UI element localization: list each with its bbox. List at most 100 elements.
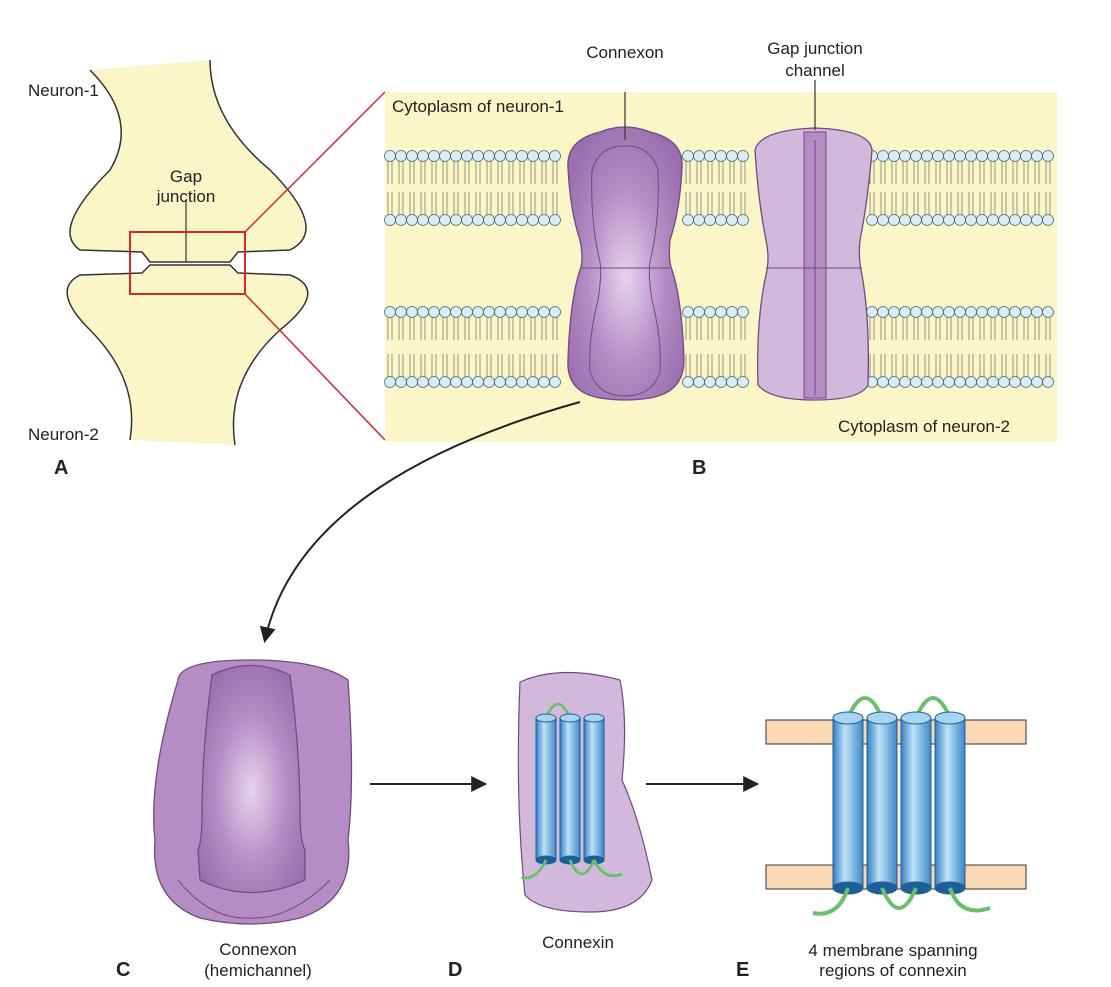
lipid-head bbox=[726, 214, 738, 226]
helix-top bbox=[535, 713, 557, 723]
lipid-head bbox=[954, 214, 966, 226]
lipid-head bbox=[494, 150, 506, 162]
lipid-head bbox=[494, 376, 506, 388]
c-terminus bbox=[948, 887, 991, 913]
lipid-head bbox=[527, 214, 539, 226]
panel-b: Cytoplasm of neuron-1 Cytoplasm of neuro… bbox=[384, 39, 1057, 479]
neuron-2-terminal bbox=[66, 264, 309, 446]
loop-extracellular bbox=[846, 696, 884, 719]
lipid-head bbox=[527, 150, 539, 162]
lipid-head bbox=[395, 306, 407, 318]
lipid-head bbox=[682, 376, 694, 388]
lipid-head bbox=[406, 214, 418, 226]
lipid-head bbox=[483, 376, 495, 388]
label-spanning-2: regions of connexin bbox=[819, 961, 966, 980]
lipid-head bbox=[417, 214, 429, 226]
lipid-head bbox=[715, 150, 727, 162]
lipid-head bbox=[472, 306, 484, 318]
label-cytoplasm-2: Cytoplasm of neuron-2 bbox=[838, 417, 1010, 436]
lipid-head bbox=[450, 376, 462, 388]
lipid-head bbox=[1009, 306, 1021, 318]
lipid-head bbox=[483, 306, 495, 318]
lipid-head bbox=[877, 306, 889, 318]
lipid-head bbox=[494, 306, 506, 318]
lipid-head bbox=[737, 214, 749, 226]
lipid-head bbox=[472, 214, 484, 226]
lipid-head bbox=[987, 214, 999, 226]
n-terminus bbox=[812, 887, 850, 916]
helix-e-3 bbox=[900, 717, 932, 889]
helix-d-1 bbox=[535, 717, 557, 861]
lipid-head bbox=[439, 214, 451, 226]
lipid-head bbox=[932, 150, 944, 162]
lipid-head bbox=[693, 150, 705, 162]
lipid-head bbox=[472, 376, 484, 388]
lipid-head bbox=[472, 150, 484, 162]
lipid-head bbox=[406, 306, 418, 318]
label-connexon-hemi-2: (hemichannel) bbox=[204, 961, 312, 980]
lipid-head bbox=[439, 376, 451, 388]
connexon-solid bbox=[567, 92, 685, 401]
label-gap-channel-2: channel bbox=[785, 61, 845, 80]
arrow-b-to-c bbox=[259, 401, 581, 644]
lipid-head bbox=[450, 306, 462, 318]
lipid-head bbox=[439, 306, 451, 318]
lipid-head bbox=[921, 214, 933, 226]
lipid-head bbox=[965, 214, 977, 226]
lipid-head bbox=[406, 150, 418, 162]
lipid-head bbox=[682, 214, 694, 226]
lipid-head bbox=[943, 150, 955, 162]
lipid-head bbox=[538, 150, 550, 162]
lipid-head bbox=[483, 150, 495, 162]
lipid-head bbox=[932, 376, 944, 388]
lipid-head bbox=[965, 376, 977, 388]
label-connexin: Connexin bbox=[542, 933, 614, 952]
lipid-head bbox=[505, 214, 517, 226]
lipid-head bbox=[549, 150, 561, 162]
lipid-head bbox=[737, 376, 749, 388]
lipid-head bbox=[461, 376, 473, 388]
lipid-head bbox=[715, 214, 727, 226]
lipid-head bbox=[704, 150, 716, 162]
lipid-head bbox=[987, 150, 999, 162]
lipid-head bbox=[726, 306, 738, 318]
lipid-head bbox=[450, 150, 462, 162]
lipid-head bbox=[450, 214, 462, 226]
lipid-head bbox=[943, 214, 955, 226]
lipid-head bbox=[516, 150, 528, 162]
lipid-head bbox=[943, 306, 955, 318]
label-spanning-1: 4 membrane spanning bbox=[808, 941, 977, 960]
helix-top bbox=[832, 711, 864, 725]
lipid-head bbox=[693, 376, 705, 388]
lipid-head bbox=[877, 214, 889, 226]
n-terminus bbox=[521, 859, 548, 880]
lipid-head bbox=[483, 214, 495, 226]
lipid-head bbox=[439, 150, 451, 162]
connexin-helices-large bbox=[812, 696, 991, 916]
lipid-head bbox=[417, 376, 429, 388]
lipid-bilayers bbox=[384, 150, 1054, 388]
lipid-head bbox=[932, 306, 944, 318]
panel-c: Connexon (hemichannel) C bbox=[116, 659, 353, 981]
panel-a: Neuron-1 Neuron-2 Gap junction A bbox=[28, 59, 386, 479]
helix-top bbox=[583, 713, 605, 723]
lipid-head bbox=[899, 306, 911, 318]
lipid-head bbox=[715, 306, 727, 318]
label-gap-channel-1: Gap junction bbox=[767, 39, 862, 58]
lipid-head bbox=[921, 376, 933, 388]
connexin-helices-small bbox=[521, 702, 623, 880]
lipid-head bbox=[910, 150, 922, 162]
lipid-head bbox=[987, 376, 999, 388]
lipid-head bbox=[1042, 150, 1054, 162]
lipid-head bbox=[726, 376, 738, 388]
lipid-head bbox=[1009, 150, 1021, 162]
lipid-head bbox=[549, 214, 561, 226]
lipid-head bbox=[998, 376, 1010, 388]
lipid-head bbox=[888, 306, 900, 318]
lipid-head bbox=[516, 376, 528, 388]
helix-e-1 bbox=[832, 717, 864, 889]
cytoplasm-background bbox=[385, 92, 1057, 442]
lipid-head bbox=[998, 150, 1010, 162]
lipid-head bbox=[428, 306, 440, 318]
lipid-head bbox=[693, 306, 705, 318]
